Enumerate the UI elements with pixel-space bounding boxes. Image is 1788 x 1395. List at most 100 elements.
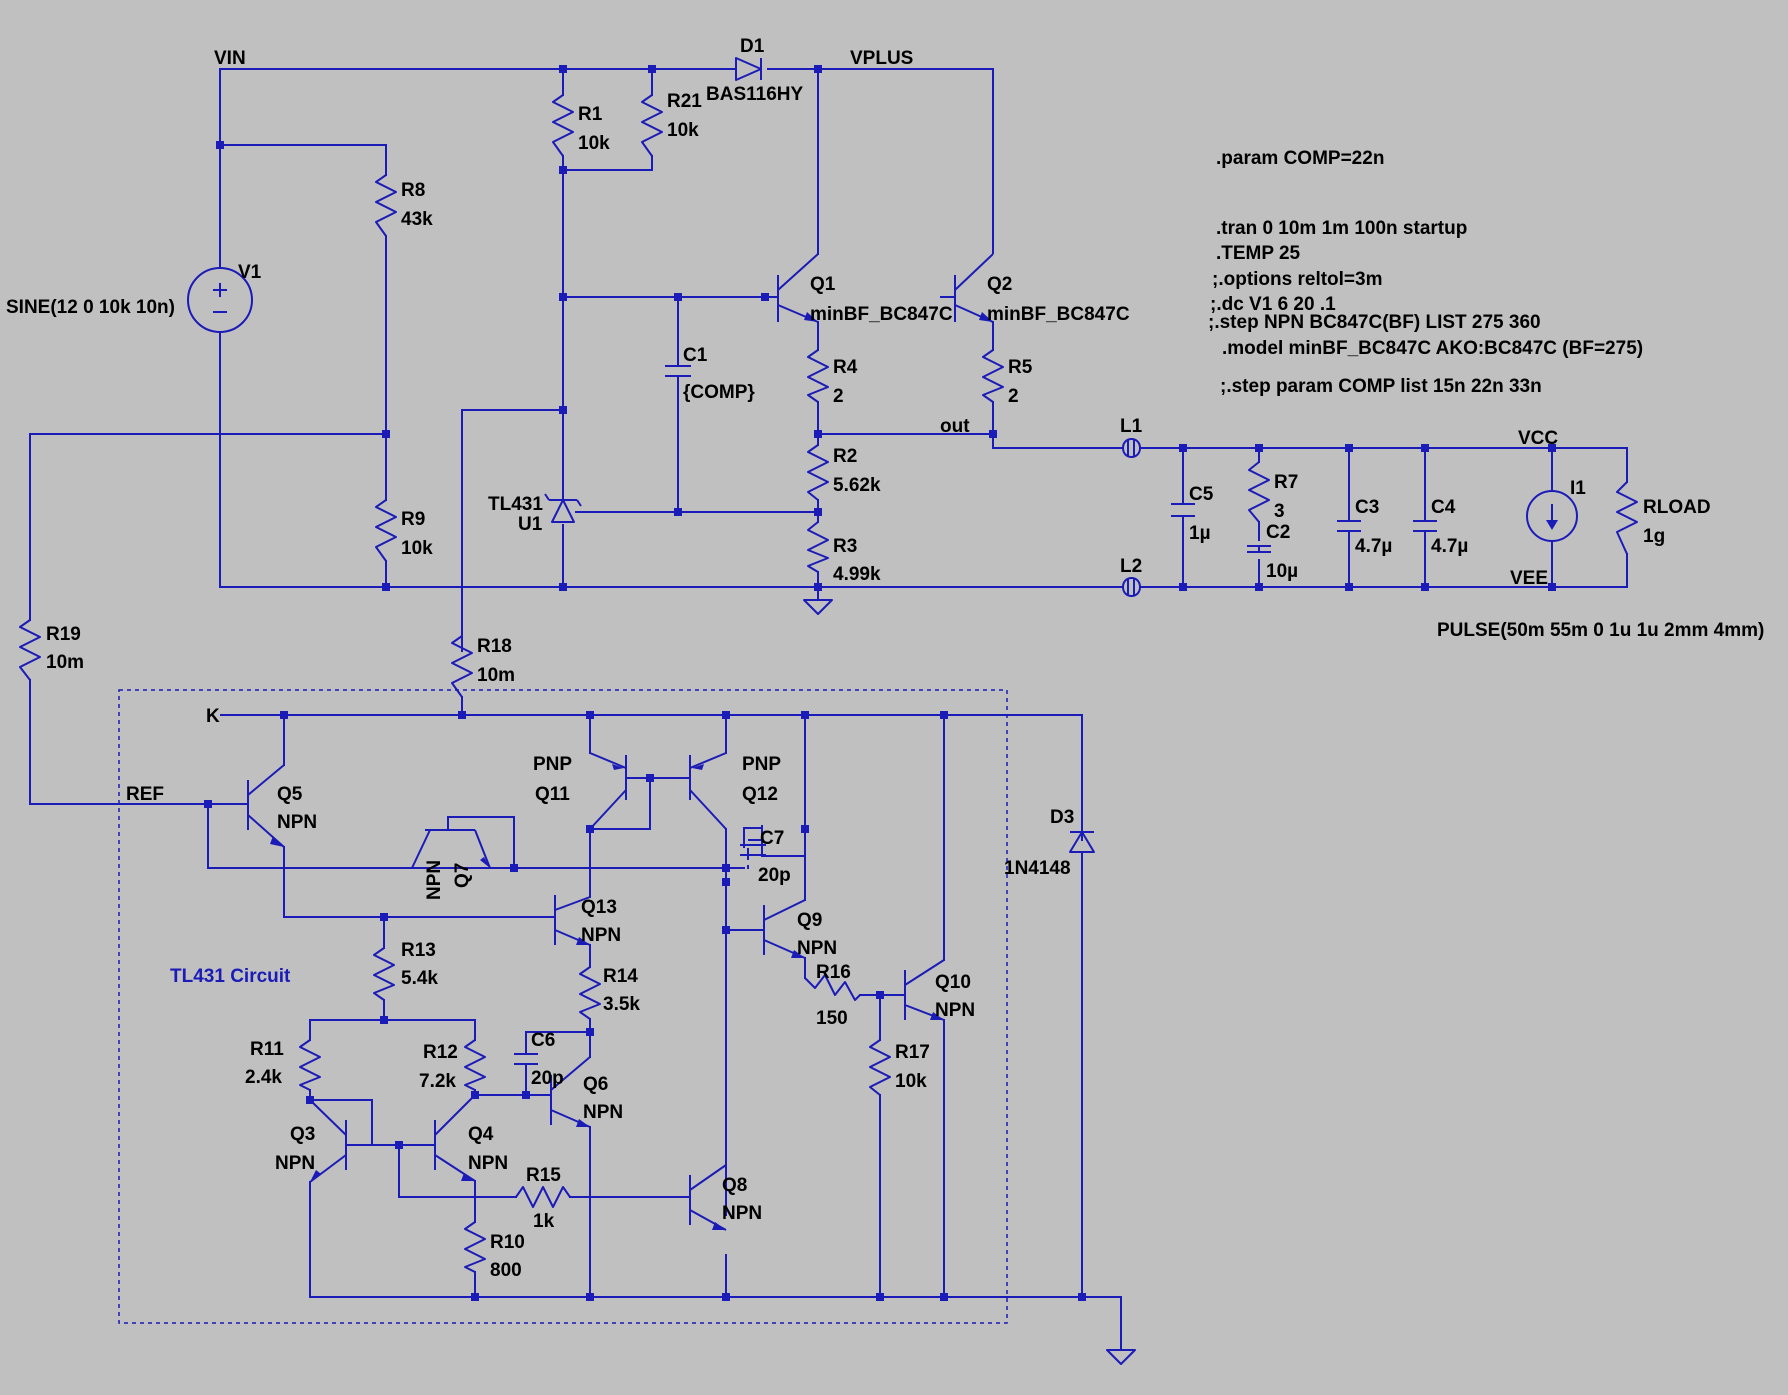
- q11-ref: Q11: [535, 784, 570, 805]
- d3-ref: D3: [1050, 807, 1074, 828]
- r1-symbol: [552, 94, 574, 157]
- r10-value: 800: [490, 1260, 522, 1281]
- net-label-ref: REF: [126, 784, 164, 805]
- q10-value: NPN: [935, 1000, 975, 1021]
- q6-symbol: [550, 1056, 591, 1128]
- r21-value: 10k: [667, 120, 699, 141]
- r15-ref: R15: [526, 1165, 561, 1186]
- r18-ref: R18: [477, 636, 512, 657]
- r19-ref: R19: [46, 624, 81, 645]
- r9-value: 10k: [401, 538, 433, 559]
- l1-symbol: [1122, 438, 1141, 458]
- q4-symbol: [434, 1094, 476, 1182]
- v1-value: SINE(12 0 10k 10n): [6, 297, 175, 318]
- q10-symbol: [904, 959, 945, 1021]
- directive-model: .model minBF_BC847C AKO:BC847C (BF=275): [1222, 338, 1643, 359]
- r2-symbol: [807, 444, 829, 501]
- r4-ref: R4: [833, 357, 858, 378]
- r12-symbol: [464, 1039, 486, 1091]
- q9-ref: Q9: [797, 910, 822, 931]
- c2-ref: C2: [1266, 522, 1290, 543]
- v1-ref: V1: [238, 262, 262, 283]
- q8-symbol: [689, 1164, 727, 1231]
- c5-value: 1µ: [1189, 523, 1211, 544]
- d3-value: 1N4148: [1004, 858, 1071, 879]
- r13-symbol: [373, 947, 395, 1001]
- r16-symbol: [804, 974, 861, 1001]
- r8-ref: R8: [401, 180, 425, 201]
- r2-value: 5.62k: [833, 475, 881, 496]
- r13-ref: R13: [401, 940, 436, 961]
- r18-value: 10m: [477, 665, 515, 686]
- r1-ref: R1: [578, 104, 603, 125]
- r9-symbol: [375, 499, 397, 562]
- q5-symbol: [247, 764, 285, 848]
- r8-value: 43k: [401, 209, 433, 230]
- tl431-block-frame: [118, 689, 1008, 1324]
- u1-ref: U1: [518, 514, 543, 535]
- c6-symbol: [514, 1053, 538, 1065]
- r14-ref: R14: [603, 966, 638, 987]
- q3-symbol: [309, 1099, 347, 1183]
- r4-value: 2: [833, 386, 844, 407]
- r17-ref: R17: [895, 1042, 930, 1063]
- r5-ref: R5: [1008, 357, 1033, 378]
- d1-ref: D1: [740, 36, 765, 57]
- q3-value: NPN: [275, 1153, 315, 1174]
- r14-symbol: [579, 966, 601, 1020]
- component-labels: D1 BAS116HY R1 10k R21 10k R8 43k V1 SIN…: [6, 36, 1764, 1281]
- r8-symbol: [375, 174, 397, 237]
- q8-ref: Q8: [722, 1175, 747, 1196]
- c3-value: 4.7µ: [1355, 536, 1392, 557]
- directive-tran: .tran 0 10m 1m 100n startup: [1216, 218, 1467, 239]
- c5-symbol: [1171, 503, 1195, 517]
- r9-ref: R9: [401, 509, 425, 530]
- net-label-vcc: VCC: [1518, 428, 1558, 449]
- q6-ref: Q6: [583, 1074, 608, 1095]
- q4-ref: Q4: [468, 1124, 494, 1145]
- r15-symbol: [515, 1186, 571, 1208]
- q6-value: NPN: [583, 1102, 623, 1123]
- r17-symbol: [869, 1039, 891, 1096]
- q1-ref: Q1: [810, 274, 836, 295]
- r7-value: 3: [1274, 501, 1285, 522]
- q12-symbol: [650, 752, 727, 830]
- r10-symbol: [464, 1221, 486, 1273]
- r12-ref: R12: [423, 1042, 458, 1063]
- c6-value: 20p: [531, 1068, 564, 1089]
- q13-value: NPN: [581, 925, 621, 946]
- r11-value: 2.4k: [245, 1067, 282, 1088]
- c4-ref: C4: [1431, 497, 1456, 518]
- r19-symbol: [19, 619, 41, 681]
- q11-symbol: [589, 752, 650, 830]
- q9-value: NPN: [797, 938, 837, 959]
- r16-value: 150: [816, 1008, 848, 1029]
- r18-symbol: [451, 635, 473, 698]
- q3-ref: Q3: [290, 1124, 315, 1145]
- l2-symbol: [1122, 577, 1141, 597]
- directive-param: .param COMP=22n: [1216, 148, 1384, 169]
- directive-dc: ;.dc V1 6 20 .1: [1210, 294, 1336, 315]
- l1-ref: L1: [1120, 416, 1143, 437]
- q7-symbol: [411, 817, 491, 869]
- net-label-vplus: VPLUS: [850, 48, 913, 69]
- q7-ref: Q7: [452, 863, 473, 888]
- net-label-out: out: [940, 416, 970, 437]
- i1-value: PULSE(50m 55m 0 1u 1u 2mm 4mm): [1437, 620, 1764, 641]
- i1-ref: I1: [1570, 478, 1586, 499]
- r1-value: 10k: [578, 133, 610, 154]
- c1-value: {COMP}: [683, 382, 755, 403]
- spice-directives: .param COMP=22n .tran 0 10m 1m 100n star…: [1208, 148, 1643, 397]
- c3-symbol: [1337, 520, 1361, 532]
- c7-ref: C7: [760, 828, 784, 849]
- rload-value: 1g: [1643, 526, 1665, 547]
- c4-symbol: [1413, 520, 1437, 532]
- r13-value: 5.4k: [401, 968, 438, 989]
- q4-value: NPN: [468, 1153, 508, 1174]
- q11-value: PNP: [533, 754, 572, 775]
- q13-ref: Q13: [581, 897, 617, 918]
- q2-ref: Q2: [987, 274, 1012, 295]
- r16-ref: R16: [816, 962, 851, 983]
